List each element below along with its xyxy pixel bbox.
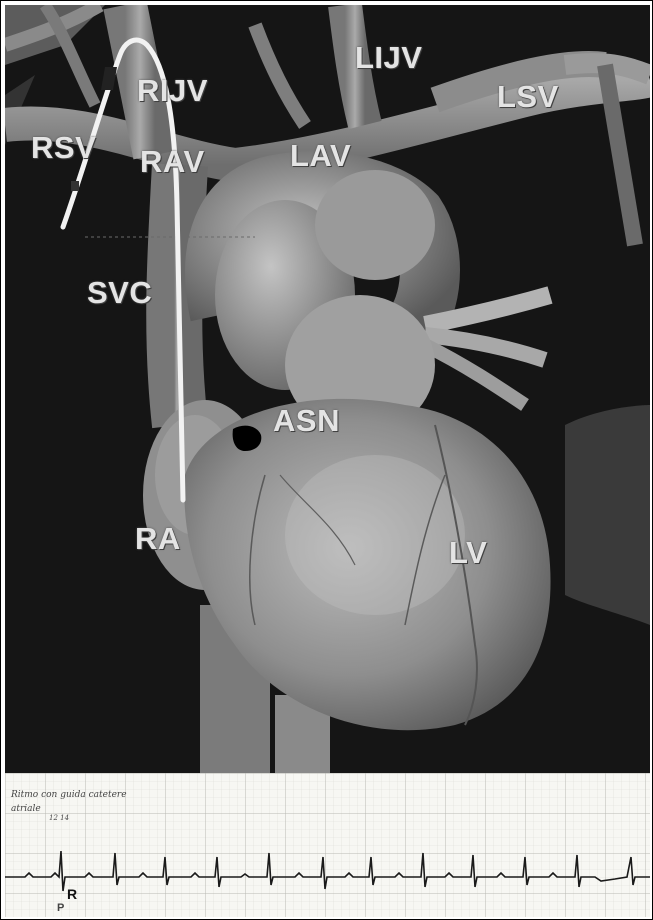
label-lav: LAV — [290, 140, 351, 171]
heart-illustration: RIJV LIJV LSV RSV RAV LAV SVC ASN RA LV — [5, 5, 650, 773]
ecg-note-line1: Ritmo con guida catetere — [11, 791, 127, 800]
label-rijv: RIJV — [137, 75, 208, 106]
ecg-marker-r: R — [67, 887, 77, 901]
label-lv: LV — [449, 537, 487, 568]
label-asn: ASN — [273, 405, 340, 436]
label-lsv: LSV — [497, 81, 559, 112]
ecg-note-line2: atriale — [11, 805, 41, 814]
ecg-marker-p: P — [57, 903, 64, 914]
heart-drawing — [5, 5, 650, 773]
label-lijv: LIJV — [355, 42, 422, 73]
label-rsv: RSV — [31, 132, 96, 163]
ecg-note-small: 12 14 — [49, 815, 69, 822]
ecg-strip: Ritmo con guida catetere atriale 12 14 R… — [5, 773, 650, 917]
label-ra: RA — [135, 523, 181, 554]
label-svc: SVC — [87, 277, 152, 308]
label-rav: RAV — [140, 146, 205, 177]
